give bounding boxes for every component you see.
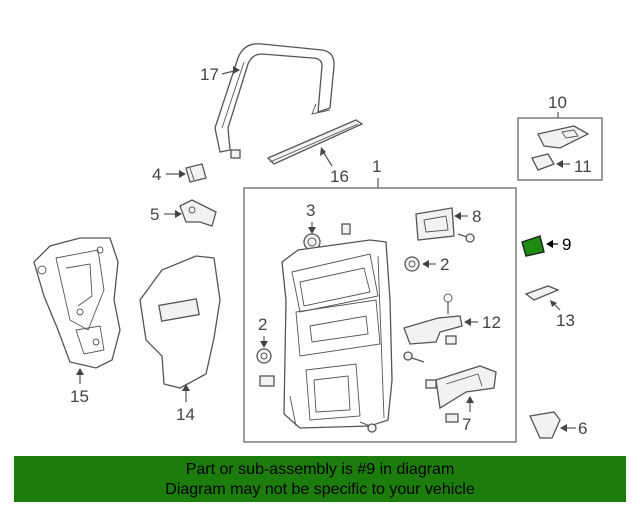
part-12-bracket <box>403 293 463 345</box>
part-13-pad <box>524 285 560 301</box>
part-16-belt-molding <box>266 119 364 165</box>
svg-text:13: 13 <box>556 311 575 330</box>
callout-17: 17 <box>200 65 240 84</box>
svg-text:15: 15 <box>70 387 89 406</box>
callout-6: 6 <box>560 419 587 438</box>
svg-text:14: 14 <box>176 405 195 424</box>
part-7-pull-cup <box>425 365 497 423</box>
svg-text:7: 7 <box>462 415 471 434</box>
callout-8: 8 <box>454 207 481 226</box>
callout-12: 12 <box>464 313 501 332</box>
screw <box>359 421 377 433</box>
svg-text:2: 2 <box>258 315 267 334</box>
part-14-water-deflector <box>139 255 221 389</box>
svg-text:12: 12 <box>482 313 501 332</box>
svg-text:5: 5 <box>150 205 159 224</box>
banner-line-2: Diagram may not be specific to your vehi… <box>165 481 475 498</box>
callout-5: 5 <box>150 205 182 224</box>
callout-14: 14 <box>176 384 195 424</box>
callout-15: 15 <box>70 368 89 406</box>
screw <box>457 233 475 243</box>
part-6-insulator <box>529 411 561 439</box>
svg-text:16: 16 <box>330 167 349 186</box>
banner-line-1: Part or sub-assembly is #9 in diagram <box>185 461 455 478</box>
svg-text:2: 2 <box>440 255 449 274</box>
part-15-door-module <box>33 237 121 369</box>
info-banner: Part or sub-assembly is #9 in diagram Di… <box>14 456 626 502</box>
part-2-bolt-lower <box>256 348 272 364</box>
callout-16: 16 <box>320 147 349 186</box>
callout-10: 10 <box>548 93 567 118</box>
part-4-clip <box>185 163 207 183</box>
screw <box>403 351 425 363</box>
callout-11: 11 <box>556 157 592 176</box>
part-2-bolt-upper <box>404 256 420 272</box>
part-10-switch-bezel <box>537 125 590 149</box>
callout-9: 9 <box>546 235 571 254</box>
part-11-switch <box>531 153 555 171</box>
clip <box>341 223 351 235</box>
door-trim-panel <box>281 239 393 429</box>
svg-text:10: 10 <box>548 93 567 112</box>
part-8-inside-handle <box>415 207 455 241</box>
callout-2-lower: 2 <box>258 315 268 348</box>
svg-text:8: 8 <box>472 207 481 226</box>
svg-text:11: 11 <box>574 157 592 176</box>
part-17-window-frame <box>214 43 335 159</box>
svg-text:9: 9 <box>562 235 571 254</box>
svg-text:17: 17 <box>200 65 219 84</box>
part-5-bracket <box>179 199 217 227</box>
svg-text:4: 4 <box>152 165 161 184</box>
svg-text:6: 6 <box>578 419 587 438</box>
assembly-box-1 <box>243 187 517 443</box>
callout-1: 1 <box>372 157 381 188</box>
callout-3: 3 <box>306 201 316 234</box>
svg-text:1: 1 <box>372 157 381 176</box>
clip <box>259 375 275 387</box>
svg-text:3: 3 <box>306 201 315 220</box>
part-9-highlighted <box>521 235 545 257</box>
callout-7: 7 <box>462 396 474 434</box>
callout-4: 4 <box>152 165 186 184</box>
callout-13: 13 <box>550 300 575 330</box>
callout-2-upper: 2 <box>422 255 449 274</box>
assembly-box-10 <box>517 117 603 181</box>
